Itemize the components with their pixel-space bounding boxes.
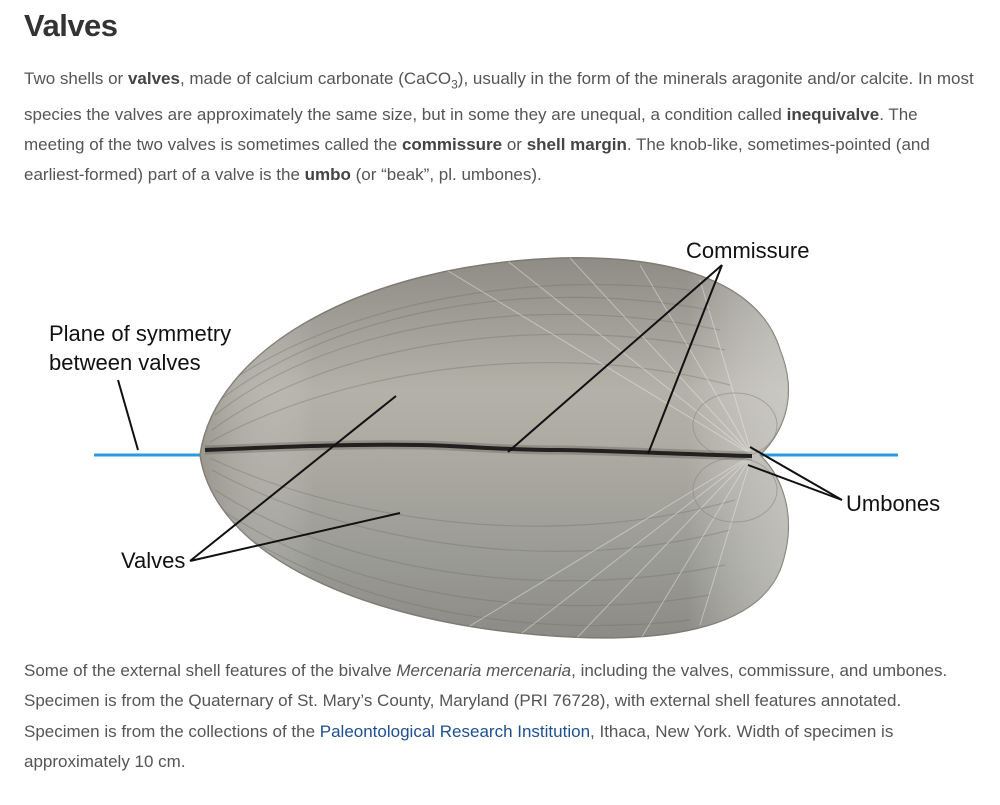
intro-text: ), usually in the form of the minerals a… bbox=[24, 69, 974, 124]
intro-text: Two shells or bbox=[24, 69, 128, 88]
term-valves: valves bbox=[127, 69, 180, 88]
intro-text: . The meeting of the two valves is somet… bbox=[24, 104, 918, 154]
intro-text: (or “beak”, pl. umbones). bbox=[350, 165, 542, 185]
label-valves: Valves bbox=[121, 548, 185, 573]
commissure-seam bbox=[204, 442, 753, 458]
label-commissure: Commissure bbox=[686, 238, 809, 263]
intro-text: or bbox=[502, 134, 527, 154]
term-umbo: umbo bbox=[304, 165, 351, 185]
subscript: 3 bbox=[451, 77, 458, 92]
caption-text: Some of the external shell features of t… bbox=[24, 661, 397, 680]
figure-caption: Some of the external shell features of t… bbox=[24, 656, 974, 777]
intro-text: . The knob-like, sometimes-pointed (and … bbox=[24, 134, 930, 185]
label-between-valves: between valves bbox=[49, 350, 201, 375]
shell-figure: Commissure Plane of symmetry between val… bbox=[0, 200, 1000, 650]
pri-link[interactable]: Paleontological Research Institution bbox=[319, 721, 591, 741]
label-umbones: Umbones bbox=[846, 491, 940, 516]
shell-image bbox=[199, 257, 789, 639]
term-commissure: commissure bbox=[401, 134, 503, 154]
intro-text: , made of calcium carbonate (CaCO bbox=[179, 69, 452, 88]
label-plane-of-symmetry: Plane of symmetry bbox=[49, 321, 231, 346]
caption-text: , Ithaca, New York. Width of specimen is… bbox=[24, 721, 894, 771]
annotation-lines bbox=[117, 264, 843, 562]
species-name: Mercenaria mercenaria bbox=[396, 661, 572, 680]
caption-text: , including the valves, commissure, and … bbox=[24, 661, 948, 741]
term-inequivalve: inequivalve bbox=[786, 104, 880, 124]
term-shell-margin: shell margin bbox=[526, 134, 627, 154]
page-title: Valves bbox=[24, 8, 118, 43]
intro-paragraph: Two shells or valves, made of calcium ca… bbox=[24, 64, 974, 191]
shell-diagram: Commissure Plane of symmetry between val… bbox=[49, 238, 940, 639]
